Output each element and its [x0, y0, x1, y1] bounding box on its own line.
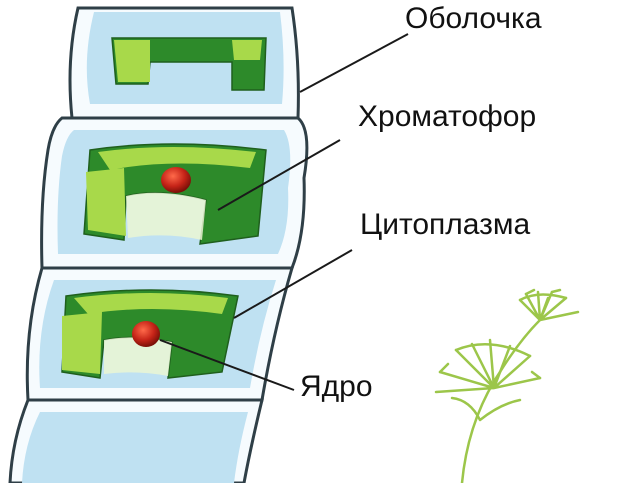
plant-sprig-icon: [436, 290, 578, 483]
leader-line-wall: [300, 34, 408, 92]
label-chromatophore: Хроматофор: [358, 102, 536, 132]
label-nucleus: Ядро: [300, 372, 373, 402]
top-cell: [70, 8, 298, 118]
lower-cell: [27, 268, 292, 400]
bottom-cell-cytoplasm: [22, 412, 248, 483]
sprig-lower-branch: [436, 340, 540, 392]
bottom-cell: [10, 400, 262, 483]
middle-cell-nucleus: [161, 167, 191, 193]
label-wall: Оболочка: [405, 4, 542, 34]
sprig-mid-leaf: [452, 398, 520, 420]
middle-cell-chromatophore-inner: [126, 193, 206, 240]
lower-cell-nucleus: [132, 321, 160, 347]
middle-cell: [42, 118, 307, 268]
label-cytoplasm: Цитоплазма: [360, 210, 530, 240]
